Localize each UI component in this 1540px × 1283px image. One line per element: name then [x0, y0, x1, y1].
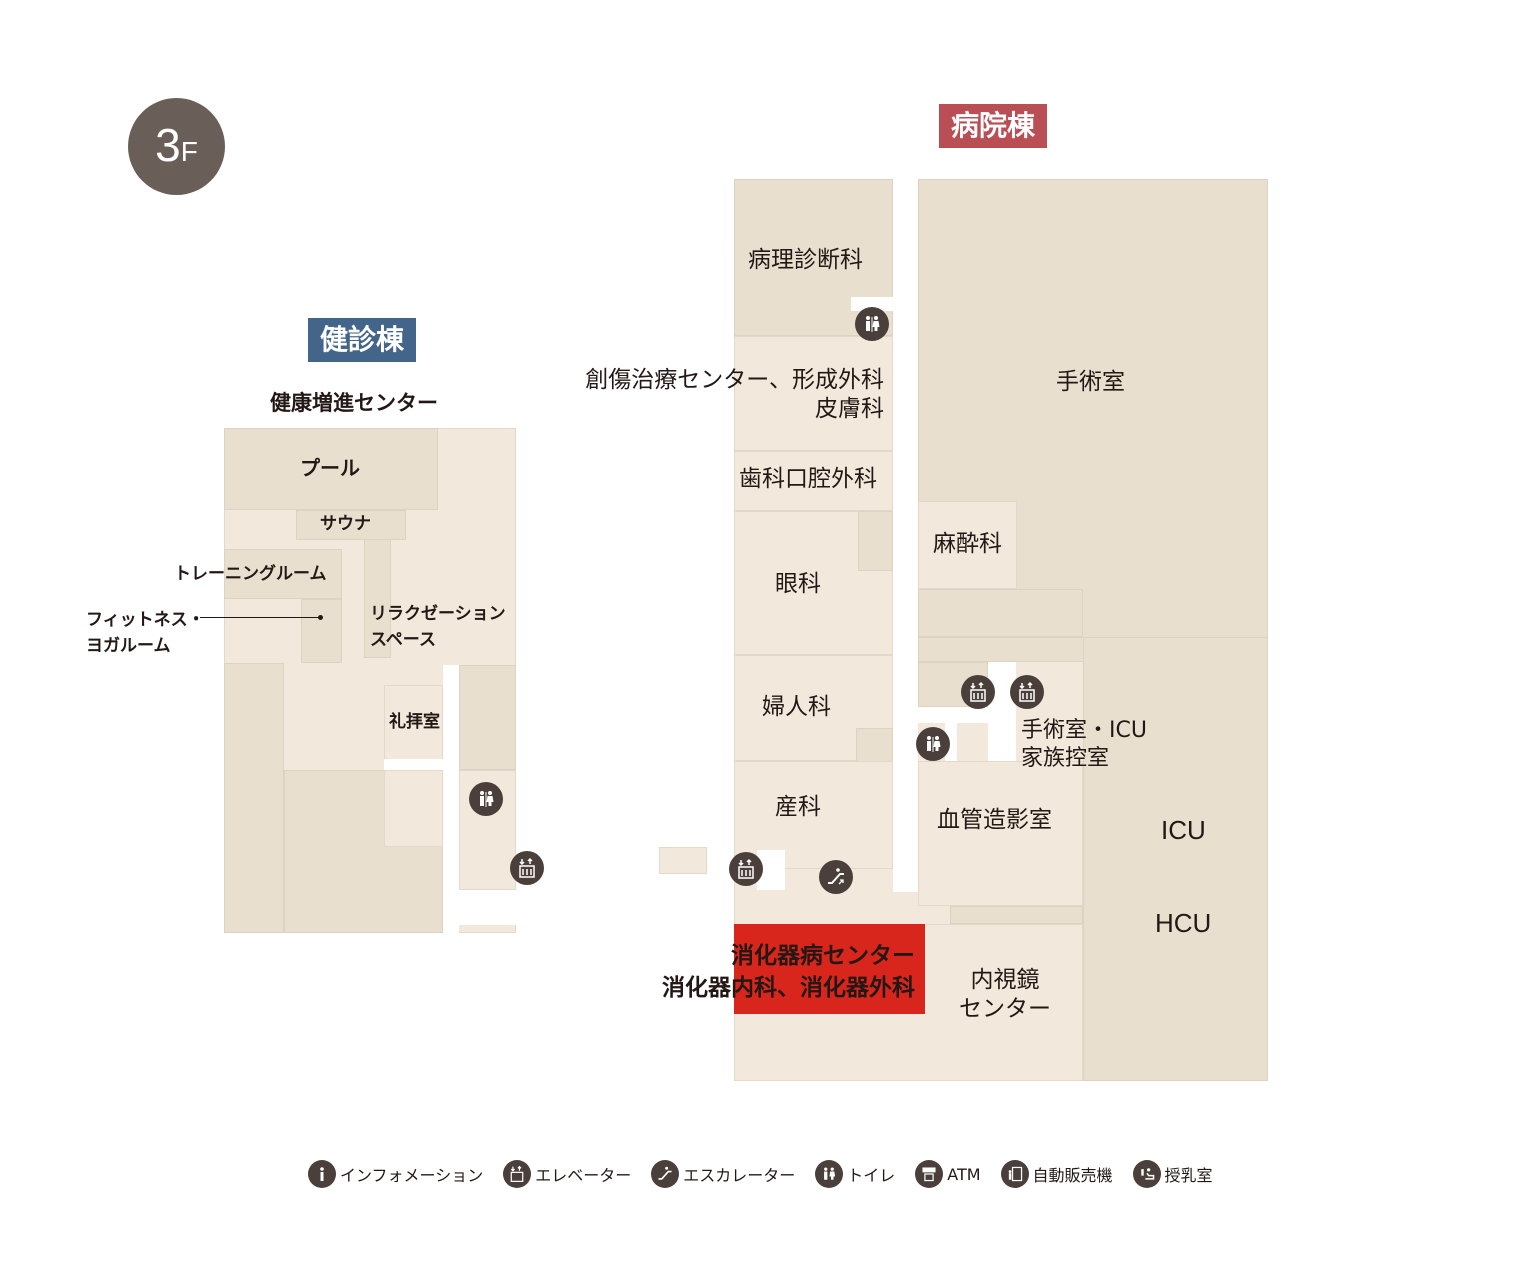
- label-anesthesiology: 麻酔科: [933, 531, 1002, 557]
- building-tag-health-check[interactable]: 健診棟: [308, 318, 417, 363]
- restroom-icon: [815, 1160, 844, 1188]
- room-anesthesiology[interactable]: [918, 501, 1017, 589]
- vending-machine-icon: [1000, 1160, 1029, 1188]
- label-ophthalmology: 眼科: [775, 571, 821, 597]
- room-block: [918, 589, 1083, 637]
- label-relax: リラクゼーション スペース: [370, 601, 506, 653]
- elevator-icon: [503, 1160, 532, 1188]
- room-wound-care[interactable]: [734, 336, 893, 451]
- legend-label: インフォメーション: [340, 1166, 484, 1185]
- restroom-icon[interactable]: [469, 782, 503, 816]
- room-block-sw: [224, 663, 284, 933]
- corridor: [918, 707, 1016, 723]
- legend-label: エレベーター: [535, 1166, 632, 1185]
- room-sauna[interactable]: [296, 510, 406, 540]
- label-dental: 歯科口腔外科: [739, 466, 877, 492]
- elevator-icon[interactable]: [729, 852, 763, 886]
- room-icu[interactable]: [1083, 637, 1268, 1081]
- legend-item-vending: 自動販売機: [1000, 1160, 1113, 1188]
- room-small: [659, 847, 707, 874]
- corridor-vertical: [443, 665, 459, 933]
- corridor-vertical-hospital: [893, 179, 918, 892]
- room-prayer[interactable]: [384, 685, 443, 760]
- room-block: [384, 770, 443, 847]
- label-pathology: 病理診断科: [748, 247, 863, 273]
- room-angiography[interactable]: [918, 761, 1083, 906]
- label-wound-line2: 皮膚科: [815, 395, 884, 422]
- label-hcu: HCU: [1155, 908, 1212, 938]
- legend-label: 授乳室: [1164, 1166, 1213, 1185]
- label-sauna: サウナ: [320, 514, 371, 534]
- room-pool[interactable]: [224, 428, 438, 510]
- label-endoscopy-line1: 内視鏡: [970, 967, 1040, 993]
- legend-label: 自動販売機: [1032, 1166, 1113, 1185]
- label-family-waiting: 手術室・ICU 家族控室: [1021, 717, 1147, 772]
- label-fitness-line1: フィットネス・: [86, 610, 205, 630]
- legend-item-restroom: トイレ: [815, 1160, 895, 1188]
- escalator-icon: [651, 1160, 680, 1188]
- legend-item-information: インフォメーション: [308, 1160, 483, 1188]
- legend-label: ATM: [947, 1164, 981, 1184]
- legend-label: トイレ: [847, 1166, 896, 1185]
- label-digestive-line1: 消化器病センター: [731, 943, 915, 969]
- label-surgery: 手術室: [1056, 369, 1125, 395]
- label-family-line1: 手術室・ICU: [1021, 718, 1147, 743]
- escalator-icon[interactable]: [819, 860, 853, 894]
- label-fitness: フィットネス・ ヨガルーム: [86, 607, 205, 659]
- label-fitness-line2: ヨガルーム: [86, 636, 171, 656]
- floor-unit: F: [180, 136, 198, 167]
- label-endoscopy: 内視鏡 センター: [955, 966, 1055, 1024]
- atm-icon: [915, 1160, 944, 1188]
- legend-item-escalator: エスカレーター: [651, 1160, 795, 1188]
- label-obstetrics: 産科: [775, 794, 821, 820]
- leader-dot: [318, 615, 323, 620]
- corridor: [851, 297, 893, 311]
- label-endoscopy-line2: センター: [959, 995, 1051, 1022]
- information-icon: [308, 1160, 336, 1188]
- room-block: [858, 511, 893, 571]
- building-tag-hospital[interactable]: 病院棟: [939, 104, 1048, 149]
- label-pool: プール: [300, 456, 360, 480]
- elevator-icon[interactable]: [1010, 675, 1044, 709]
- room-block: [950, 906, 1083, 924]
- label-icu: ICU: [1161, 815, 1206, 845]
- room-fitness[interactable]: [301, 599, 342, 663]
- leader-line: [200, 617, 320, 618]
- label-relax-line2: スペース: [370, 630, 436, 650]
- health-center-title: 健康増進センター: [270, 391, 438, 415]
- elevator-icon[interactable]: [961, 675, 995, 709]
- legend-item-elevator: エレベーター: [503, 1160, 631, 1188]
- highlight-digestive-center[interactable]: [734, 924, 925, 1014]
- room-block-e: [459, 665, 516, 770]
- label-wound-care: 創傷治療センター、形成外科 皮膚科: [556, 366, 884, 424]
- restroom-icon[interactable]: [855, 307, 889, 341]
- label-relax-line1: リラクゼーション: [370, 604, 506, 624]
- elevator-icon[interactable]: [510, 851, 544, 885]
- label-digestive-center: 消化器病センター 消化器内科、消化器外科: [615, 940, 915, 1004]
- legend-label: エスカレーター: [683, 1166, 796, 1185]
- legend-item-atm: ATM: [915, 1160, 981, 1188]
- nursing-room-icon: [1132, 1160, 1161, 1188]
- label-prayer: 礼拝室: [389, 712, 440, 732]
- corridor: [384, 759, 443, 770]
- floor-number: 3: [155, 119, 181, 171]
- label-angiography: 血管造影室: [937, 807, 1052, 833]
- legend-item-nursing: 授乳室: [1132, 1160, 1213, 1188]
- room-dental[interactable]: [734, 451, 893, 511]
- label-training: トレーニングルーム: [174, 564, 327, 584]
- room-relax-strip: [364, 539, 391, 658]
- label-gynecology: 婦人科: [762, 694, 831, 720]
- map-legend: インフォメーション エレベーター エスカレーター トイレ ATM 自動販売機 授…: [308, 1160, 1213, 1188]
- label-wound-line1: 創傷治療センター、形成外科: [585, 367, 884, 393]
- label-digestive-line2: 消化器内科、消化器外科: [662, 975, 915, 1001]
- label-family-line2: 家族控室: [1021, 745, 1110, 771]
- room-training[interactable]: [224, 549, 342, 599]
- restroom-icon[interactable]: [916, 727, 950, 761]
